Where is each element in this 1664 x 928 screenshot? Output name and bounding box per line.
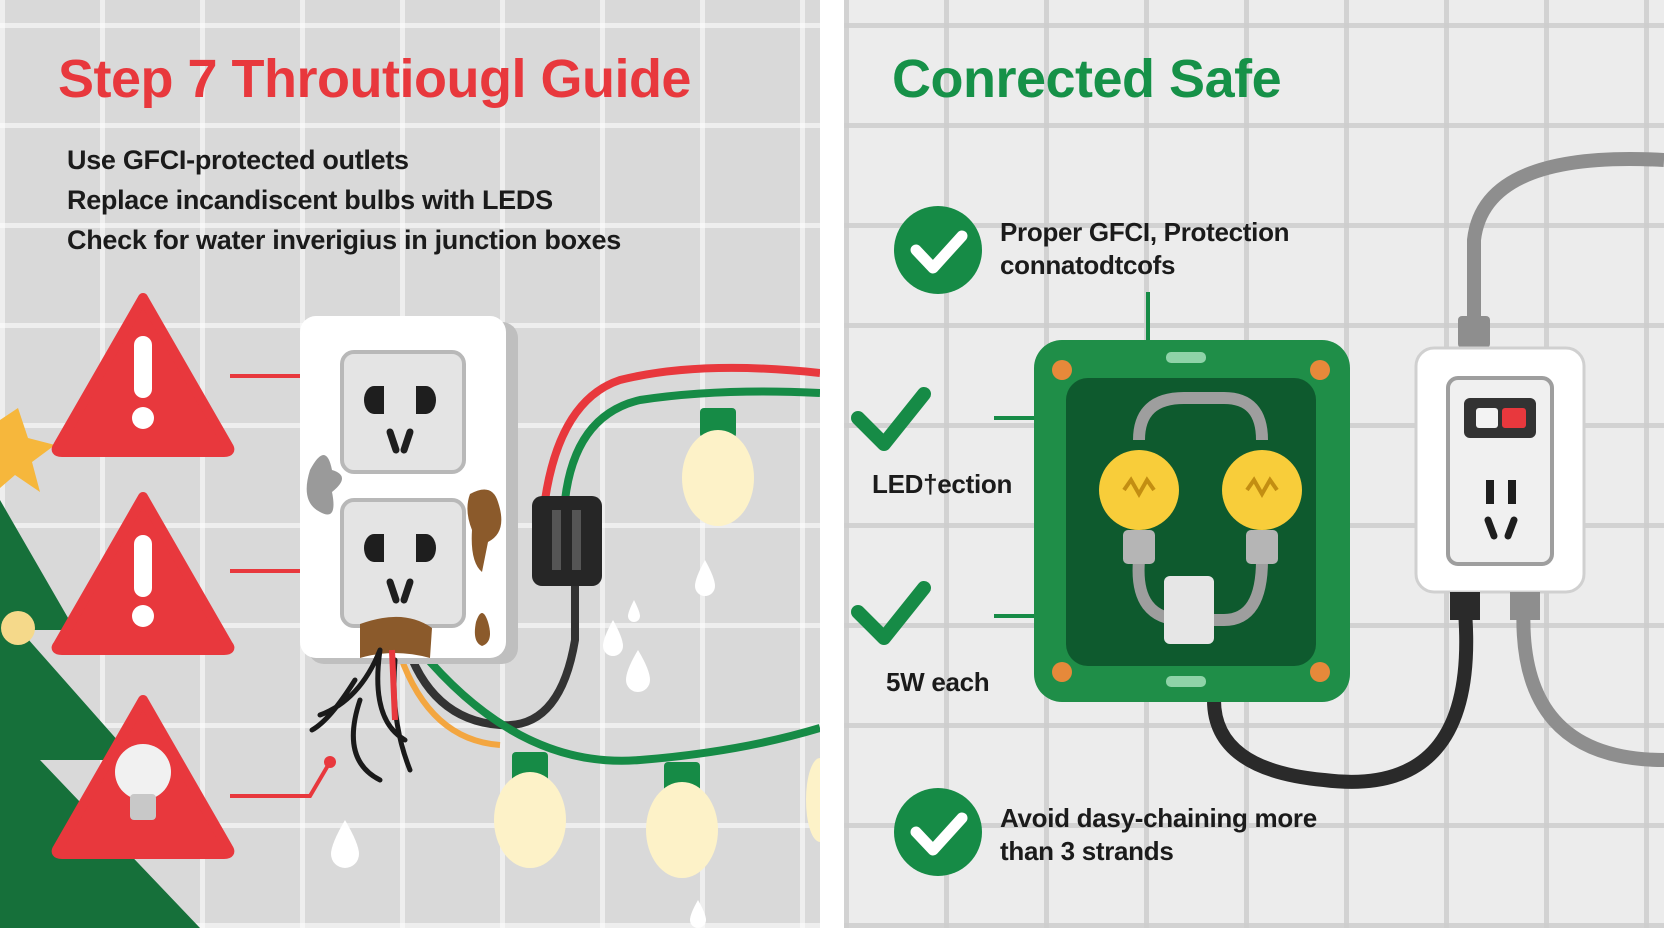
check-label-daisy-chain: Avoid dasy-chaining more than 3 strands [1000,803,1317,866]
tree-icon [0,500,200,928]
gfci-outlet-icon [1414,346,1586,620]
list-item: Use GFCI-protected outlets [67,145,409,175]
check-icon [851,581,931,645]
star-icon [0,408,55,492]
panel-divider [820,0,844,928]
check-icon [851,387,931,451]
page-title-unsafe: Step 7 Throutiougl Guide [58,49,691,109]
list-item: Replace incandiscent bulbs with LEDS [67,185,553,215]
list-item: Check for water inverigius in junction b… [67,225,621,255]
check-circle-icon [894,788,982,876]
safe-illustration [851,152,1664,876]
plug-icon [532,496,602,586]
safe-panel: Conrected Safe Proper GFCI, Protection c… [844,0,1664,928]
safety-tips-list: Use GFCI-protected outlets Replace incan… [67,140,621,260]
string-light-bulbs [494,408,820,878]
check-circle-icon [894,206,982,294]
warning-triangle-icon [51,492,235,655]
unsafe-illustration [0,293,820,928]
warning-triangle-icon [51,293,235,457]
damaged-outlet-icon [300,316,518,664]
unsafe-panel: Step 7 Throutiougl Guide Use GFCI-protec… [0,0,820,928]
check-label-gfci: Proper GFCI, Protection connatodtcofs [1000,217,1290,280]
frayed-wires [309,647,413,783]
check-label-led: LED†ection [872,469,1013,499]
check-label-wattage: 5W each [886,667,990,697]
bulb-warning-icon [51,695,235,859]
water-drops [331,560,715,928]
page-title-safe: Conrected Safe [892,49,1282,109]
junction-box-icon [1034,340,1350,702]
